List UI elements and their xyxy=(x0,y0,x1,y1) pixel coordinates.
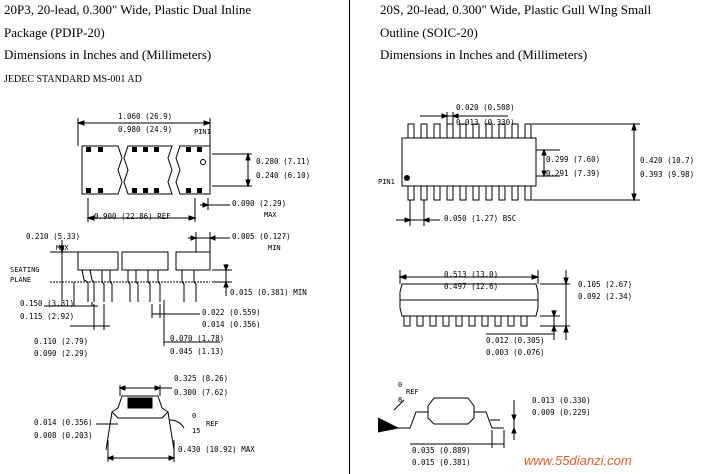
pdip-lead-thk-max: 0.014 (0.356) xyxy=(34,418,93,427)
soic-package: Outline (SOIC-20) xyxy=(380,25,478,40)
soic-lead-thk-min: 0.009 (0.229) xyxy=(532,408,591,417)
soic-pitch: 0.050 (1.27) BSC xyxy=(444,214,517,223)
pdip-length-min: 0.980 (24.9) xyxy=(118,125,173,134)
pdip-row-spacing-min: 0.300 (7.62) xyxy=(174,388,229,397)
soic-lead-width-min: 0.013 (0.330) xyxy=(456,118,515,127)
pdip-end-view xyxy=(96,385,185,462)
soic-body-width-min: 0.291 (7.39) xyxy=(546,169,601,178)
pdip-height-min: 0.240 (6.10) xyxy=(256,171,311,180)
soic-standoff-min: 0.003 (0.076) xyxy=(486,348,545,357)
column-divider xyxy=(349,0,350,474)
pdip-angle-bottom: 15 xyxy=(192,427,201,435)
pdip-standoff: 0.015 (0.381) MIN xyxy=(230,288,307,297)
pdip-pitch-max: 0.110 (2.79) xyxy=(34,337,89,346)
pdip-side-view xyxy=(44,232,232,346)
soic-lead-span-max: 0.420 (10.7) xyxy=(640,156,695,165)
pdip-height-max: 0.280 (7.11) xyxy=(256,157,311,166)
soic-standoff-max: 0.012 (0.305) xyxy=(486,336,545,345)
soic-height-min: 0.092 (2.34) xyxy=(578,292,633,301)
pdip-pin1-label: PIN1 xyxy=(194,128,211,136)
pdip-top-view xyxy=(76,118,252,222)
pdip-lead-thk-min: 0.008 (0.203) xyxy=(34,431,93,440)
jedec-standard: JEDEC STANDARD MS-001 AD xyxy=(4,74,142,85)
soic-top-view xyxy=(396,112,640,226)
soic-end-view xyxy=(377,397,517,448)
soic-angle-ref: REF xyxy=(406,388,419,396)
soic-side-view xyxy=(398,270,570,340)
soic-angle-bottom: 8 xyxy=(398,396,403,404)
pdip-lead-width-min: 0.014 (0.356) xyxy=(202,320,261,329)
pdip-lead-thickness: 0.005 (0.127) xyxy=(232,232,291,241)
pdip-length-max: 1.060 (26.9) xyxy=(118,112,173,121)
soic-lead-thk-max: 0.013 (0.330) xyxy=(532,396,591,405)
pdip-units: Dimensions in Inches and (Millimeters) xyxy=(4,47,212,62)
soic-lead-width-max: 0.020 (0.508) xyxy=(456,103,515,112)
seating-label: SEATING xyxy=(10,266,40,274)
pdip-row-spacing-max: 0.325 (8.26) xyxy=(174,374,229,383)
soic-length-max: 0.513 (13.0) xyxy=(444,270,499,279)
soic-angle-top: 0 xyxy=(398,381,403,389)
pdip-end-max: 0.090 (2.29) xyxy=(232,199,287,208)
soic-foot-min: 0.015 (0.381) xyxy=(412,458,471,467)
soic-foot-max: 0.035 (0.889) xyxy=(412,446,471,455)
pdip-title: 20P3, 20-lead, 0.300" Wide, Plastic Dual… xyxy=(4,2,252,17)
soic-body-width-max: 0.299 (7.60) xyxy=(546,155,601,164)
soic-pin1-label: PIN1 xyxy=(378,178,395,186)
pdip-shoulder-min: 0.045 (1.13) xyxy=(170,347,225,356)
watermark: www.55dianzi.com xyxy=(524,453,632,468)
pdip-angle-top: 0 xyxy=(192,412,197,420)
pdip-lead-length-max: 0.150 (3.81) xyxy=(20,299,75,308)
soic-units: Dimensions in Inches and (Millimeters) xyxy=(380,47,588,62)
soic-height-max: 0.105 (2.67) xyxy=(578,280,633,289)
pdip-ref-length: 0.900 (22.86) REF xyxy=(94,212,171,221)
pdip-lead-spread: 0.430 (10.92) MAX xyxy=(178,445,255,454)
pdip-seat-max: 0.210 (5.33) xyxy=(26,232,81,241)
pdip-angle-ref: REF xyxy=(206,420,219,428)
pdip-pitch-min: 0.090 (2.29) xyxy=(34,349,89,358)
pdip-lead-width-max: 0.022 (0.559) xyxy=(202,308,261,317)
plane-label: PLANE xyxy=(10,276,32,284)
pdip-seat-max-tag: MAX xyxy=(56,244,69,252)
pdip-lead-thickness-tag: MIN xyxy=(268,244,281,252)
pdip-lead-length-min: 0.115 (2.92) xyxy=(20,312,75,321)
soic-lead-span-min: 0.393 (9.98) xyxy=(640,170,695,179)
soic-length-min: 0.497 (12.6) xyxy=(444,282,499,291)
pdip-end-max-tag: MAX xyxy=(264,211,277,219)
pdip-package: Package (PDIP-20) xyxy=(4,25,105,40)
pdip-shoulder-max: 0.070 (1.78) xyxy=(170,334,225,343)
soic-title: 20S, 20-lead, 0.300" Wide, Plastic Gull … xyxy=(380,2,652,17)
